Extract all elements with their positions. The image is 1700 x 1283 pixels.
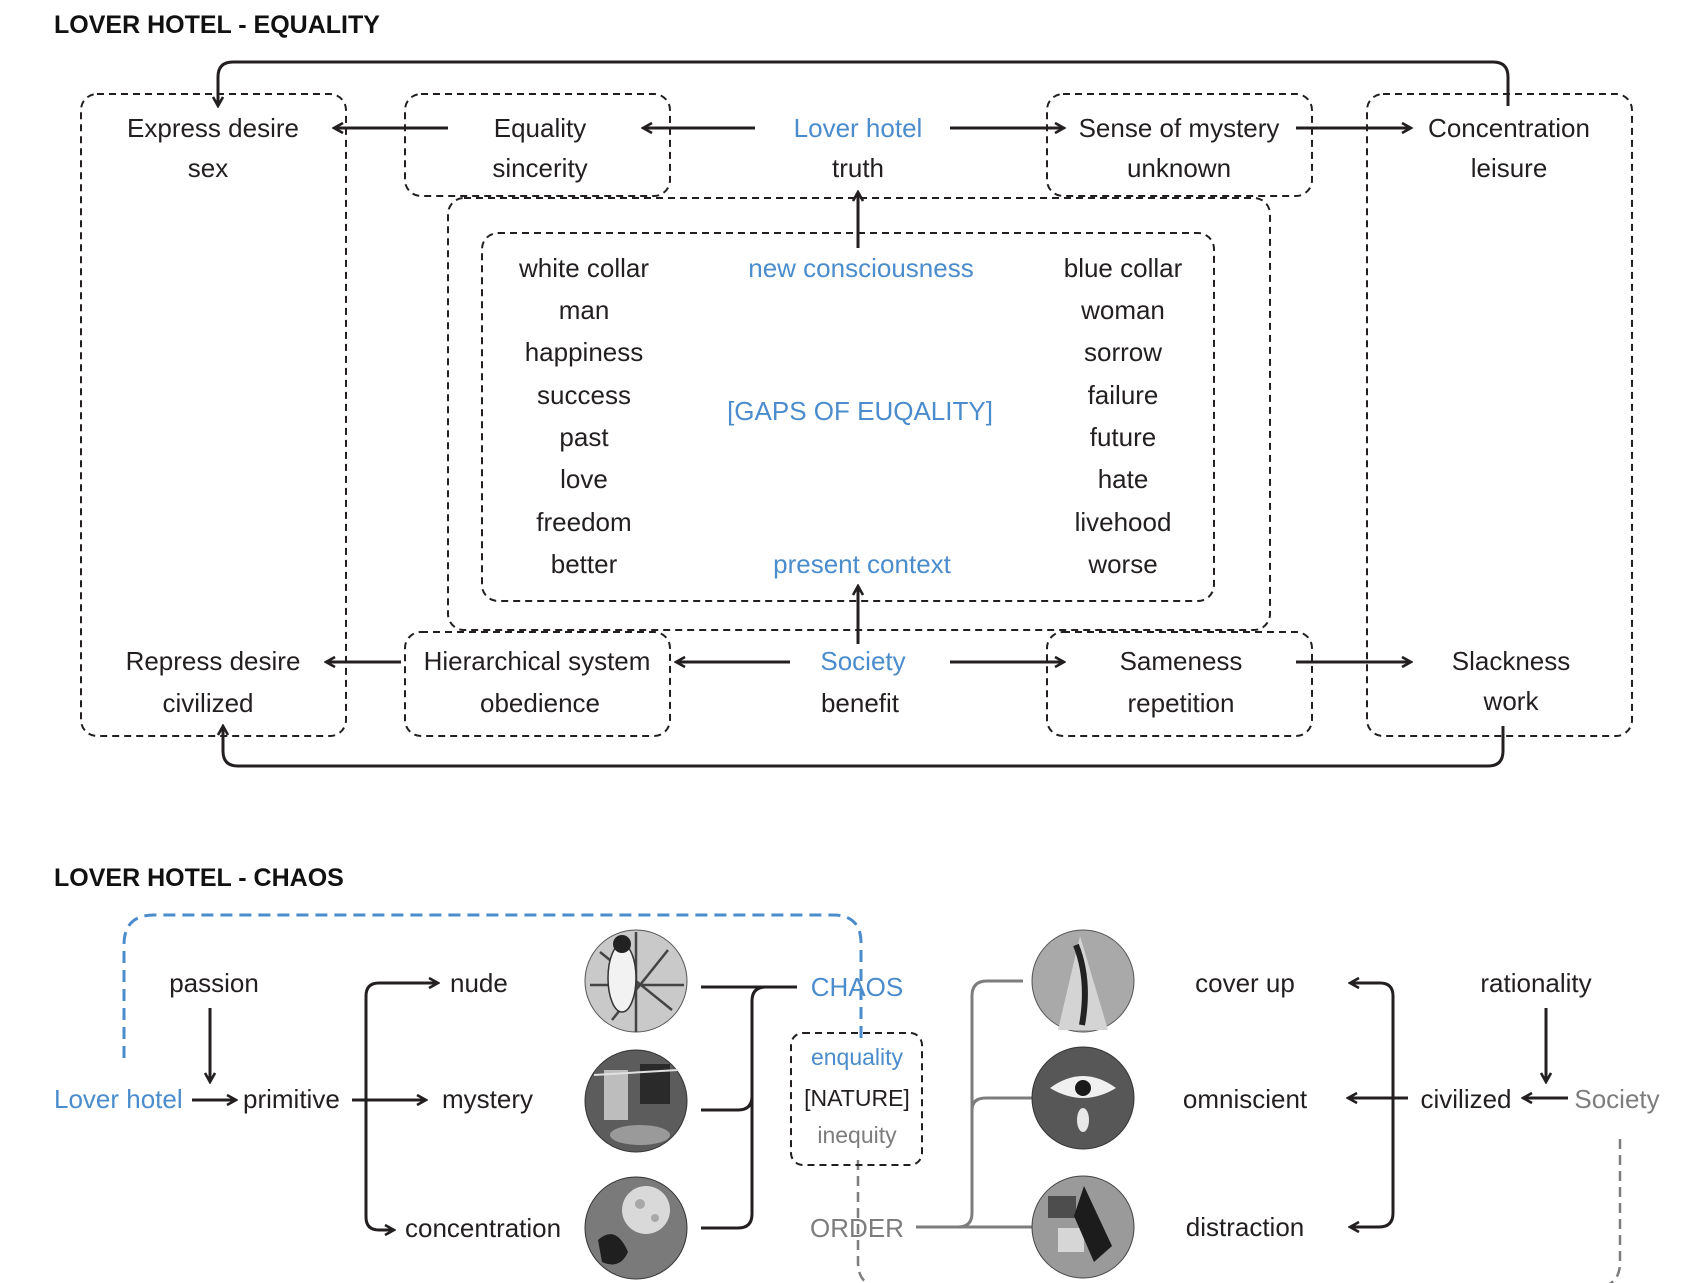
label-sex: sex — [188, 153, 228, 183]
left-word: white collar — [518, 253, 649, 283]
label-nude: nude — [450, 968, 508, 998]
left-word: happiness — [525, 337, 644, 367]
box-equality — [404, 93, 671, 197]
left-word: man — [559, 295, 610, 325]
right-word: hate — [1098, 464, 1149, 494]
arrow-civilized-coverup — [1350, 983, 1404, 1100]
box-desire — [80, 93, 347, 737]
box-sameness — [1046, 631, 1313, 737]
distraction-image — [1031, 1175, 1135, 1279]
chaos-images — [584, 929, 1135, 1280]
label-unknown: unknown — [1127, 153, 1231, 183]
right-word: sorrow — [1084, 337, 1162, 367]
left-word: love — [560, 464, 608, 494]
line-order-coverup — [916, 979, 1023, 1229]
label-hierarchical-system: Hierarchical system — [424, 646, 651, 676]
line-mystery-chaos — [701, 985, 767, 1112]
label-work: work — [1483, 686, 1540, 716]
chaos-connectors — [122, 913, 1622, 1283]
label-distraction: distraction — [1186, 1212, 1305, 1242]
concentration-image — [584, 1176, 688, 1280]
label-repetition: repetition — [1128, 688, 1235, 718]
label-passion: passion — [169, 968, 259, 998]
right-word: future — [1090, 422, 1157, 452]
omniscient-image — [1031, 1046, 1135, 1150]
label-cover-up: cover up — [1195, 968, 1295, 998]
right-word: blue collar — [1064, 253, 1183, 283]
chaos-labels: passion Lover hotel primitive nude myste… — [54, 968, 1660, 1243]
right-word: livehood — [1075, 507, 1172, 537]
line-concentration-chaos — [701, 1001, 754, 1230]
box-concentration-slackness — [1366, 93, 1633, 737]
grey-dashed-loop — [856, 1138, 1622, 1283]
left-word: success — [537, 380, 631, 410]
label-lover-hotel: Lover hotel — [794, 113, 923, 143]
label-sense-of-mystery: Sense of mystery — [1079, 113, 1280, 143]
label-obedience: obedience — [480, 688, 600, 718]
cover-up-image — [1031, 929, 1135, 1033]
label-express-desire: Express desire — [127, 113, 299, 143]
label-mystery: mystery — [442, 1084, 533, 1114]
arrow-concentration-express — [218, 60, 1510, 106]
label-concentration: Concentration — [1428, 113, 1590, 143]
mystery-image — [584, 1049, 688, 1153]
label-sameness: Sameness — [1120, 646, 1243, 676]
label-society: Society — [820, 646, 905, 676]
label-chaos-lover-hotel: Lover hotel — [54, 1084, 183, 1114]
box-nature — [790, 1032, 923, 1166]
label-order: ORDER — [810, 1213, 904, 1243]
label-rationality: rationality — [1480, 968, 1591, 998]
label-primitive: primitive — [243, 1084, 340, 1114]
box-gaps — [481, 232, 1215, 602]
label-new-consciousness: new consciousness — [748, 253, 973, 283]
label-repress-desire: Repress desire — [126, 646, 301, 676]
left-word: freedom — [536, 507, 631, 537]
equality-title: LOVER HOTEL - EQUALITY — [54, 11, 380, 39]
left-word-list: white collar man happiness success past … — [518, 253, 649, 579]
label-chaos-civilized: civilized — [1420, 1084, 1511, 1114]
label-leisure: leisure — [1471, 153, 1548, 183]
label-omniscient: omniscient — [1183, 1084, 1308, 1114]
arrow-primitive-concentration — [364, 1100, 394, 1230]
nude-image — [584, 929, 688, 1033]
arrow-primitive-nude — [364, 983, 438, 1100]
label-chaos: CHAOS — [811, 972, 903, 1002]
label-sincerity: sincerity — [492, 153, 587, 183]
right-word: worse — [1087, 549, 1157, 579]
label-enquality: enquality — [811, 1044, 904, 1070]
label-truth: truth — [832, 153, 884, 183]
label-inequity: inequity — [817, 1122, 897, 1148]
label-chaos-society: Society — [1574, 1084, 1659, 1114]
line-order-omniscient — [970, 1096, 1036, 1111]
left-word: better — [551, 549, 618, 579]
box-mystery — [1046, 93, 1313, 197]
right-word-list: blue collar woman sorrow failure future … — [1064, 253, 1183, 579]
label-present-context: present context — [773, 549, 952, 579]
label-equality: Equality — [494, 113, 587, 143]
equality-arrows — [218, 60, 1510, 768]
right-word: failure — [1088, 380, 1159, 410]
label-slackness: Slackness — [1452, 646, 1571, 676]
label-gaps-of-equality: [GAPS OF EUQALITY] — [727, 396, 993, 426]
left-word: past — [559, 422, 609, 452]
label-benefit: benefit — [821, 688, 900, 718]
label-concentration: concentration — [405, 1213, 561, 1243]
arrow-civilized-distraction — [1350, 1098, 1395, 1227]
box-hierarchy — [404, 631, 671, 737]
chaos-title: LOVER HOTEL - CHAOS — [54, 864, 344, 892]
right-word: woman — [1080, 295, 1165, 325]
label-nature: [NATURE] — [804, 1085, 910, 1111]
label-civilized: civilized — [162, 688, 253, 718]
blue-dashed-loop — [122, 913, 863, 1058]
arrow-slackness-repress — [223, 726, 1505, 768]
equality-labels: Express desire sex Equality sincerity Lo… — [126, 113, 1590, 718]
